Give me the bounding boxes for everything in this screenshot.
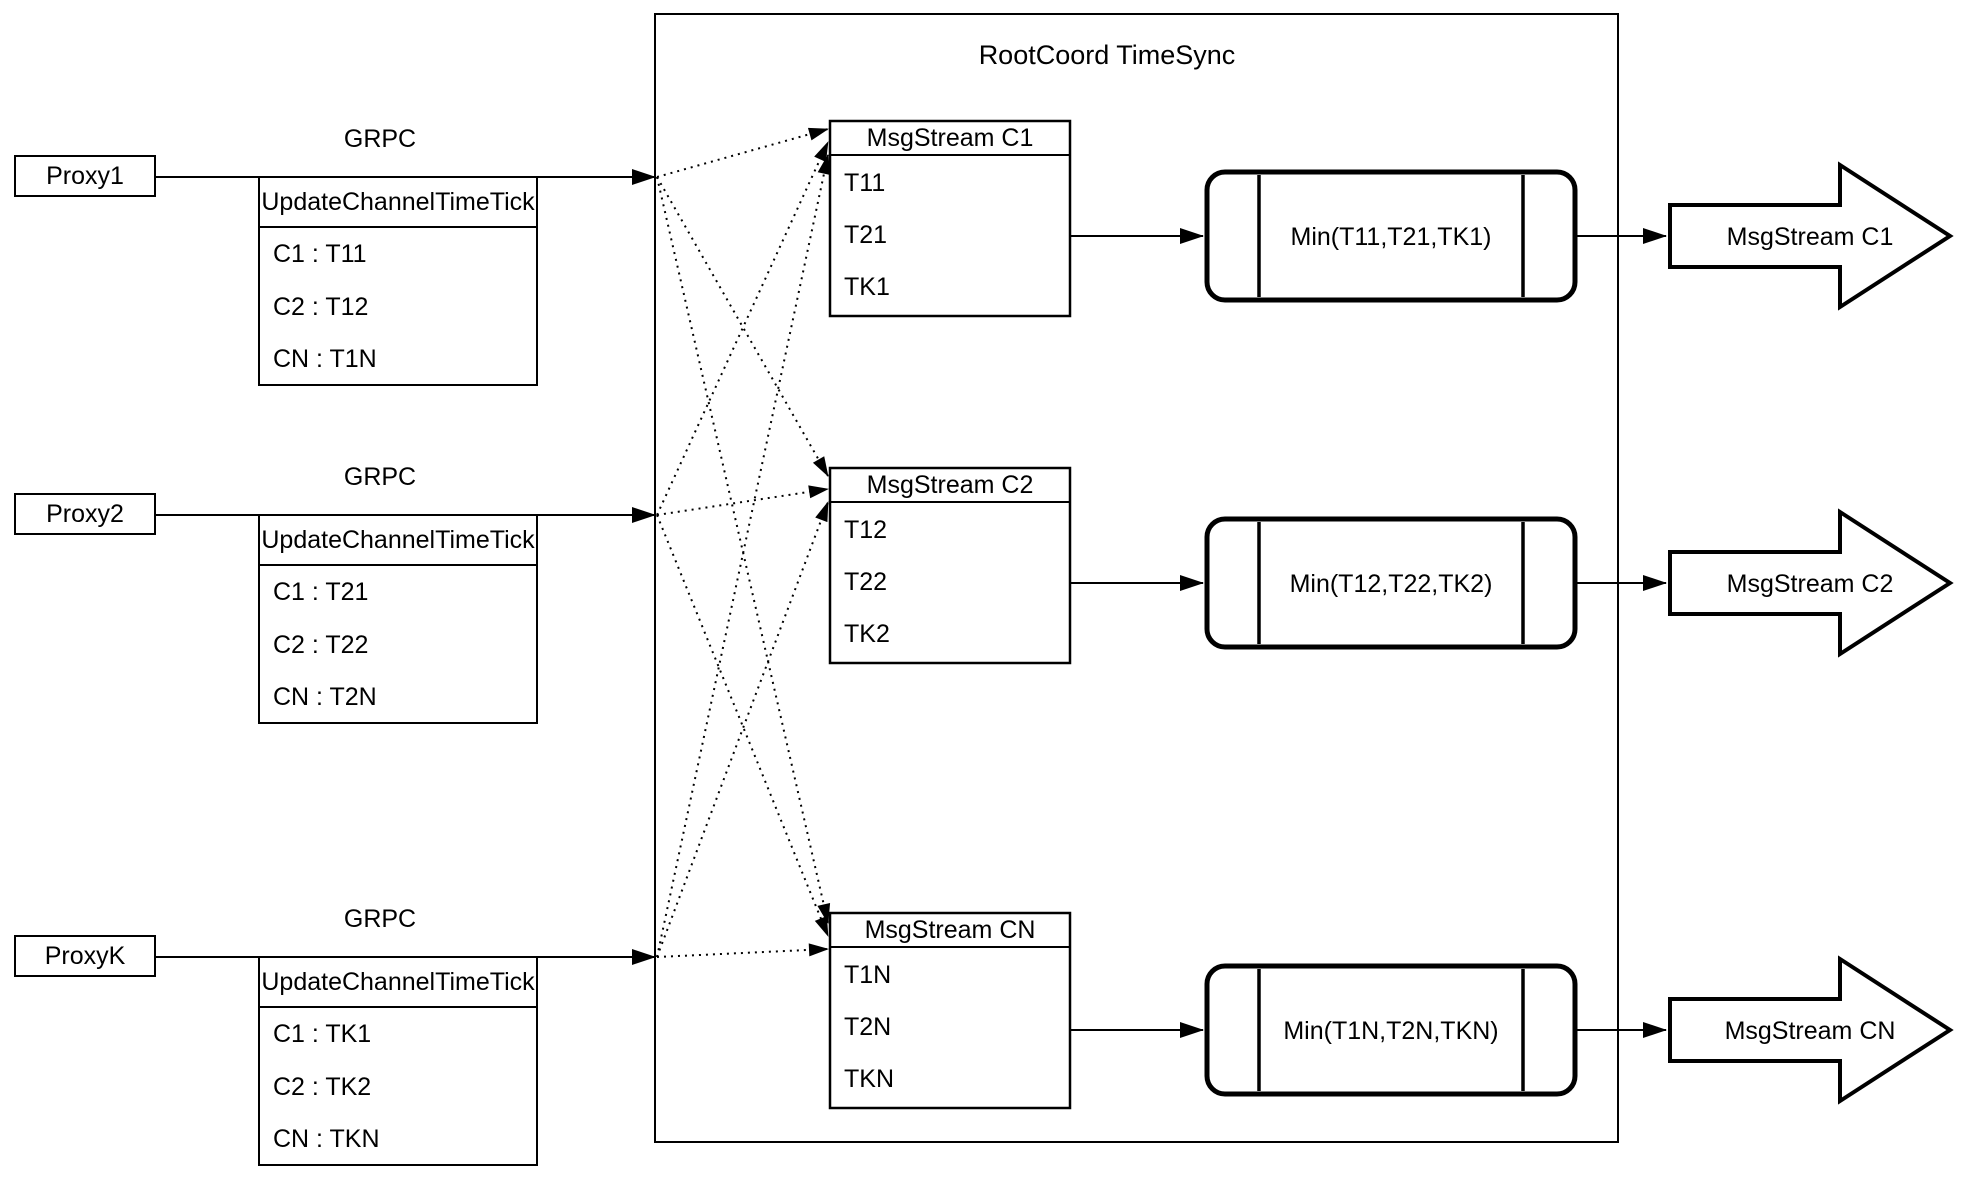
min-label: Min(T11,T21,TK1) <box>1291 223 1492 251</box>
proxy-row-2: Proxy2 GRPC UpdateChannelTimeTick C1 : T… <box>14 463 1954 724</box>
rootcoord-title: RootCoord TimeSync <box>979 40 1236 70</box>
msgstream-table: MsgStream CN T1N T2N TKN <box>828 911 1072 1110</box>
proxy-box <box>14 935 156 977</box>
timetick-entry: C1 : T11 <box>273 240 367 268</box>
output-arrow-label: MsgStream C2 <box>1727 570 1894 598</box>
proxy-label: Proxy1 <box>46 162 124 190</box>
timetick-entry: C2 : TK2 <box>273 1073 371 1101</box>
grpc-label: GRPC <box>344 905 416 933</box>
timetick-entry: CN : TKN <box>273 1125 380 1153</box>
msgstream-table-box <box>828 466 1072 665</box>
output-arrow-label: MsgStream CN <box>1725 1017 1896 1045</box>
msgstream-table-box <box>828 119 1072 318</box>
min-node: Min(T1N,T2N,TKN) <box>1204 963 1578 1097</box>
output-block-arrow <box>1668 161 1954 311</box>
min-node: Min(T12,T22,TK2) <box>1204 516 1578 650</box>
fanout-dotted-arrow <box>656 127 829 178</box>
grpc-label: GRPC <box>344 463 416 491</box>
timetick-entry: CN : T2N <box>273 683 377 711</box>
output-arrow: MsgStream CN <box>1668 955 1954 1105</box>
msgstream-table-title: MsgStream CN <box>865 916 1036 944</box>
msgstream-entry: TKN <box>844 1065 894 1093</box>
fanout-dotted-arrow <box>656 485 829 516</box>
timetick-table-title: UpdateChannelTimeTick <box>261 968 535 996</box>
msgstream-entry: T11 <box>844 169 885 197</box>
min-node: Min(T11,T21,TK1) <box>1204 169 1578 303</box>
timetick-table: UpdateChannelTimeTick C1 : T21 C2 : T22 … <box>258 514 538 724</box>
proxy-label: ProxyK <box>45 942 126 970</box>
msgstream-entry: TK2 <box>844 620 890 648</box>
timetick-table-box <box>258 514 538 724</box>
msgstream-entry: T2N <box>844 1013 891 1041</box>
msgstream-table: MsgStream C1 T11 T21 TK1 <box>828 119 1072 318</box>
msgstream-entry: T12 <box>844 516 887 544</box>
timetick-table-box <box>258 176 538 386</box>
grpc-label: GRPC <box>344 125 416 153</box>
msgstream-table: MsgStream C2 T12 T22 TK2 <box>828 466 1072 665</box>
timetick-table-title: UpdateChannelTimeTick <box>261 526 535 554</box>
proxy-box <box>14 155 156 197</box>
timetick-table: UpdateChannelTimeTick C1 : TK1 C2 : TK2 … <box>258 956 538 1166</box>
output-block-arrow <box>1668 955 1954 1105</box>
output-arrow-label: MsgStream C1 <box>1727 223 1894 251</box>
proxy-label: Proxy2 <box>46 500 124 528</box>
timetick-entry: CN : T1N <box>273 345 377 373</box>
fanout-dotted-arrow <box>656 943 829 958</box>
msgstream-entry: T21 <box>844 221 887 249</box>
proxy-row-1: Proxy1 GRPC UpdateChannelTimeTick C1 : T… <box>14 119 1954 386</box>
timetick-table-title: UpdateChannelTimeTick <box>261 188 535 216</box>
timetick-entry: C1 : TK1 <box>273 1020 371 1048</box>
output-arrow: MsgStream C1 <box>1668 161 1954 311</box>
min-label: Min(T1N,T2N,TKN) <box>1283 1017 1498 1045</box>
timetick-entry: C1 : T21 <box>273 578 368 606</box>
msgstream-table-title: MsgStream C2 <box>867 471 1034 499</box>
timetick-entry: C2 : T12 <box>273 293 368 321</box>
msgstream-entry: TK1 <box>844 273 890 301</box>
timetick-entry: C2 : T22 <box>273 631 368 659</box>
output-block-arrow <box>1668 508 1954 658</box>
output-arrow: MsgStream C2 <box>1668 508 1954 658</box>
fanout-dotted-arrow <box>656 176 829 477</box>
fanout-dotted-arrows <box>656 127 831 958</box>
timetick-table: UpdateChannelTimeTick C1 : T11 C2 : T12 … <box>258 176 538 386</box>
fanout-dotted-arrow <box>656 176 831 924</box>
min-label: Min(T12,T22,TK2) <box>1290 570 1493 598</box>
fanout-dotted-arrow <box>656 514 829 937</box>
msgstream-entry: T22 <box>844 568 887 596</box>
msgstream-table-title: MsgStream C1 <box>867 124 1034 152</box>
timetick-table-box <box>258 956 538 1166</box>
msgstream-entry: T1N <box>844 961 891 989</box>
msgstream-table-box <box>828 911 1072 1110</box>
proxy-row-3: ProxyK GRPC UpdateChannelTimeTick C1 : T… <box>14 905 1954 1166</box>
